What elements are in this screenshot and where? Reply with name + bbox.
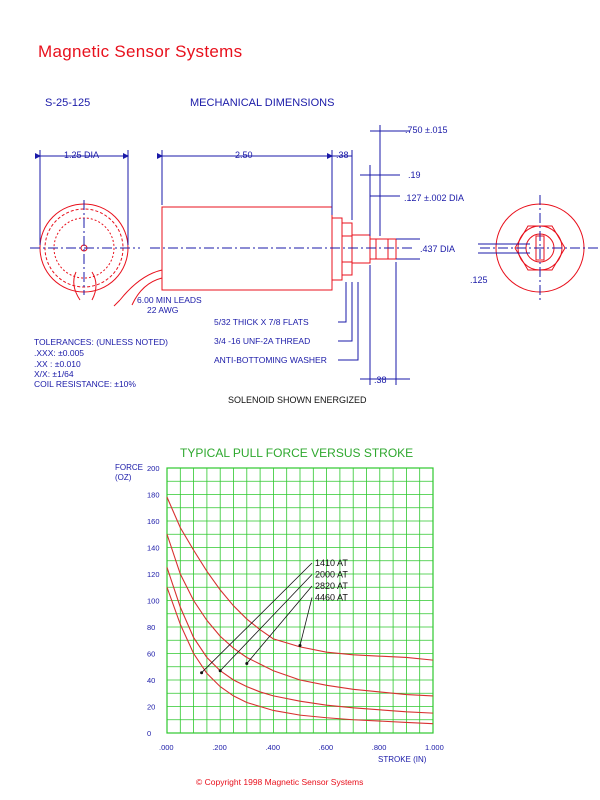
x-tick-labels: .000 .200 .400 .600 .800 1.000 bbox=[159, 743, 444, 752]
y-tick-labels: 0 20 40 60 80 100 120 140 160 180 200 bbox=[147, 464, 160, 738]
tolerance-line: .XX : ±0.010 bbox=[34, 359, 81, 369]
x-axis-label: STROKE (IN) bbox=[378, 755, 427, 764]
legend-leader bbox=[219, 574, 313, 672]
y-tick-label: 0 bbox=[147, 729, 151, 738]
x-tick-label: .800 bbox=[372, 743, 387, 752]
washer-label: ANTI-BOTTOMING WASHER bbox=[214, 355, 327, 365]
chart-title: TYPICAL PULL FORCE VERSUS STROKE bbox=[180, 446, 413, 460]
legend-label: 4460 AT bbox=[315, 593, 348, 603]
x-tick-label: .000 bbox=[159, 743, 174, 752]
leads-label-2: 22 AWG bbox=[147, 305, 178, 315]
tolerances-heading: TOLERANCES: (UNLESS NOTED) bbox=[34, 337, 168, 347]
right-end-view: .125 bbox=[470, 195, 600, 300]
dim-125-dia: 1.25 DIA bbox=[64, 150, 99, 160]
legend-leader bbox=[201, 562, 313, 673]
x-tick-label: .200 bbox=[212, 743, 227, 752]
legend-leader-dot bbox=[218, 669, 222, 673]
mechanical-drawing: S-25-125 MECHANICAL DIMENSIONS 1.25 DIA bbox=[30, 97, 600, 405]
legend-leader bbox=[246, 585, 313, 664]
y-tick-label: 100 bbox=[147, 597, 160, 606]
dim-0125: .125 bbox=[470, 275, 488, 285]
series-line-1 bbox=[166, 587, 434, 725]
dim-250: 2.50 bbox=[235, 150, 253, 160]
dim-127: .127 ±.002 DIA bbox=[404, 193, 464, 203]
legend-label: 1410 AT bbox=[315, 558, 348, 568]
side-view: 2.50 .38 .750 ±.015 .19 .127 ±.002 DIA .… bbox=[113, 125, 464, 385]
legend-label: 2820 AT bbox=[315, 581, 348, 591]
y-tick-label: 200 bbox=[147, 464, 160, 473]
y-tick-label: 40 bbox=[147, 676, 155, 685]
part-number: S-25-125 bbox=[45, 97, 90, 109]
tolerances-block: TOLERANCES: (UNLESS NOTED) .XXX: ±0.005 … bbox=[34, 337, 168, 389]
legend-leader-dot bbox=[200, 671, 204, 675]
tolerance-line: COIL RESISTANCE: ±10% bbox=[34, 379, 136, 389]
legend-leader-dot bbox=[298, 644, 302, 648]
chart-curves bbox=[166, 496, 434, 725]
leads-label-1: 6.00 MIN LEADS bbox=[137, 295, 202, 305]
legend-leader bbox=[299, 597, 313, 646]
section-title: MECHANICAL DIMENSIONS bbox=[190, 97, 334, 109]
legend-label: 2000 AT bbox=[315, 570, 348, 580]
y-tick-label: 180 bbox=[147, 491, 160, 500]
y-tick-label: 140 bbox=[147, 544, 160, 553]
caption: SOLENOID SHOWN ENERGIZED bbox=[228, 395, 367, 405]
y-tick-label: 120 bbox=[147, 570, 160, 579]
x-tick-label: .600 bbox=[319, 743, 334, 752]
tolerance-line: .XXX: ±0.005 bbox=[34, 348, 84, 358]
flats-label: 5/32 THICK X 7/8 FLATS bbox=[214, 317, 309, 327]
series-line-3 bbox=[166, 534, 434, 697]
company-title: Magnetic Sensor Systems bbox=[38, 42, 243, 61]
y-axis-label-2: (OZ) bbox=[115, 473, 132, 482]
y-tick-label: 20 bbox=[147, 703, 155, 712]
x-tick-label: 1.000 bbox=[425, 743, 444, 752]
y-axis-label-1: FORCE bbox=[115, 463, 143, 472]
series-line-4 bbox=[166, 496, 434, 661]
pull-force-chart: TYPICAL PULL FORCE VERSUS STROKE FORCE (… bbox=[115, 446, 444, 764]
dim-437: .437 DIA bbox=[420, 244, 455, 254]
legend-leader-dot bbox=[245, 661, 249, 665]
left-end-view: 1.25 DIA bbox=[30, 150, 140, 301]
series-line-2 bbox=[166, 567, 434, 714]
dim-038-bottom: .38 bbox=[374, 375, 387, 385]
y-tick-label: 80 bbox=[147, 623, 155, 632]
y-tick-label: 160 bbox=[147, 517, 160, 526]
tolerance-line: X/X: ±1/64 bbox=[34, 369, 74, 379]
dim-038-top: .38 bbox=[336, 150, 349, 160]
x-tick-label: .400 bbox=[265, 743, 280, 752]
copyright: © Copyright 1998 Magnetic Sensor Systems bbox=[196, 777, 363, 787]
y-tick-label: 60 bbox=[147, 650, 155, 659]
thread-label: 3/4 -16 UNF-2A THREAD bbox=[214, 336, 310, 346]
dim-750: .750 ±.015 bbox=[405, 125, 447, 135]
dim-019: .19 bbox=[408, 170, 421, 180]
